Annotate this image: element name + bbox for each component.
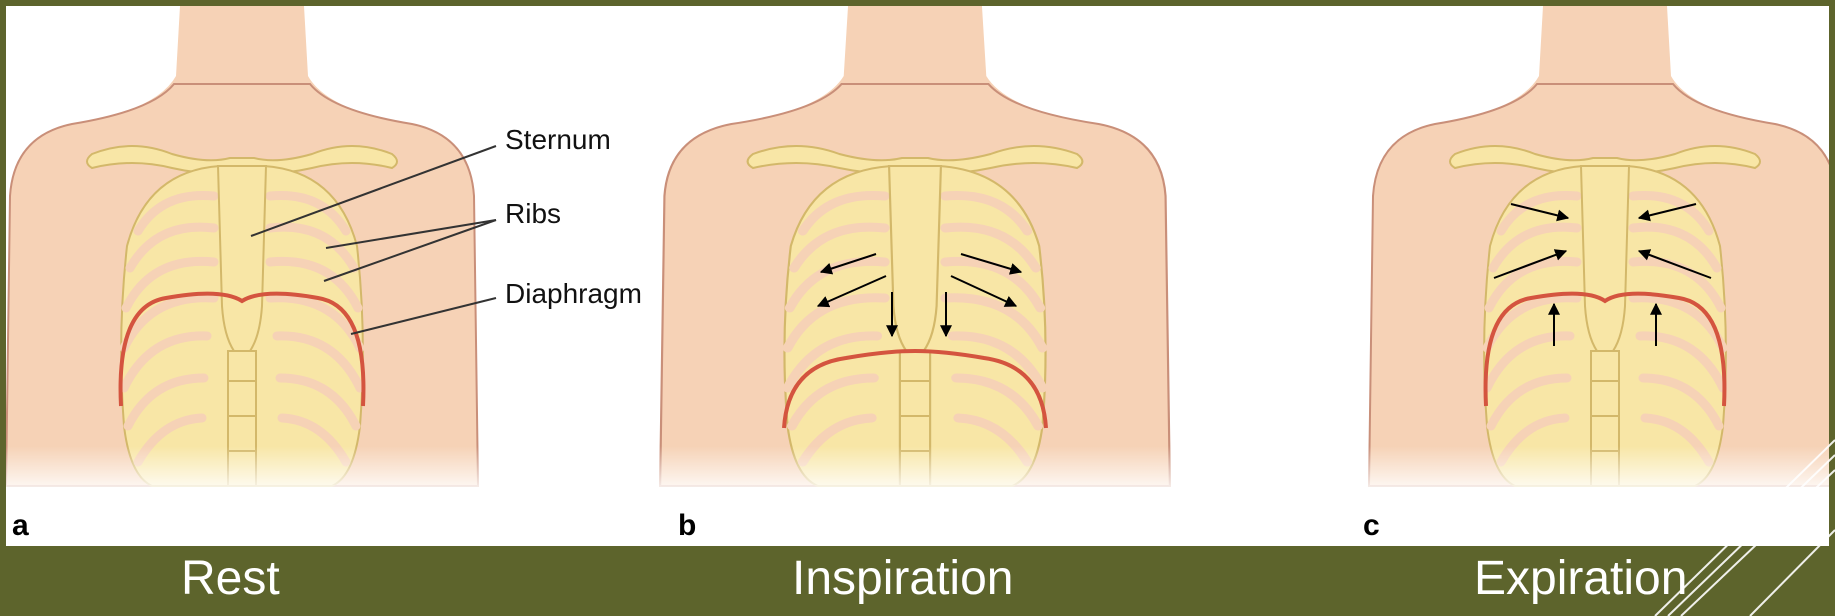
figure-inspiration xyxy=(660,6,1170,486)
panel-letter-c: c xyxy=(1363,511,1380,541)
diaphragm-label: Diaphragm xyxy=(505,280,642,308)
sternum-label: Sternum xyxy=(505,126,611,154)
panel-letter-b: b xyxy=(678,511,696,541)
chest-figures-svg xyxy=(6,6,1829,546)
figure-rest xyxy=(6,6,496,486)
caption-expiration: Expiration xyxy=(1474,555,1687,603)
figure-expiration xyxy=(1369,6,1829,486)
caption-inspiration: Inspiration xyxy=(792,555,1013,603)
panel-letter-a: a xyxy=(12,511,29,541)
caption-rest: Rest xyxy=(181,555,280,603)
ribs-label: Ribs xyxy=(505,200,561,228)
diagram-panel: Sternum Ribs Diaphragm a b c xyxy=(6,6,1829,546)
